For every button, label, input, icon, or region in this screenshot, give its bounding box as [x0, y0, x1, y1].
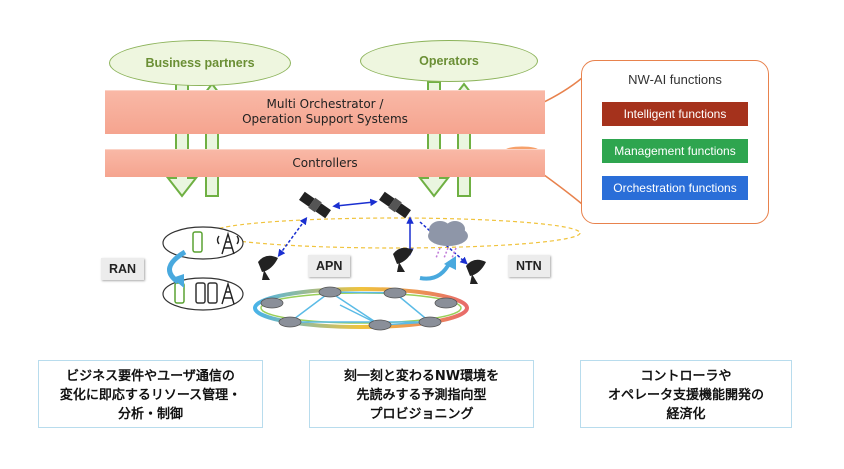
- ntn-tag: NTN: [508, 255, 550, 277]
- nw-ai-functions-panel: NW-AI functions Intelligent functions Ma…: [581, 60, 769, 224]
- business-partners-ellipse: Business partners: [109, 40, 291, 86]
- cloud-rain-icon: [428, 221, 468, 259]
- orchestrator-label-line1: Multi Orchestrator /: [266, 97, 384, 111]
- controllers-label: Controllers: [292, 156, 358, 170]
- orchestrator-label-line2: Operation Support Systems: [242, 112, 408, 126]
- caption-line: プロビジョニング: [369, 407, 474, 422]
- caption-line: 経済化: [666, 407, 706, 422]
- controllers-layer: Controllers: [105, 149, 545, 177]
- caption-line: 変化に即応するリソース管理・: [59, 388, 242, 403]
- dish-antenna-icon-3: [466, 259, 486, 284]
- phone-icon-2: [195, 282, 218, 304]
- tower-icon: [216, 231, 240, 305]
- caption-line: オペレータ支援機能開発の: [607, 388, 764, 403]
- caption-line: 分析・制御: [117, 407, 183, 422]
- panel-connector-top: [539, 77, 583, 105]
- caption-cost-reduction: コントローラや オペレータ支援機能開発の 経済化: [580, 360, 792, 428]
- caption-resource-management: ビジネス要件やユーザ通信の 変化に即応するリソース管理・ 分析・制御: [38, 360, 263, 428]
- router-icon: [260, 286, 458, 331]
- dish-antenna-icon: [258, 255, 278, 280]
- sat-ground-link-left: [277, 216, 308, 258]
- nw-ai-title: NW-AI functions: [628, 72, 722, 87]
- operators-ellipse: Operators: [360, 40, 538, 82]
- orchestration-functions-box: Orchestration functions: [602, 176, 748, 200]
- satellite-icon-2: [379, 191, 411, 219]
- apn-tag: APN: [308, 255, 351, 277]
- business-partners-label: Business partners: [145, 56, 255, 70]
- dish-antenna-icon-2: [393, 247, 413, 272]
- management-functions-box: Management functions: [602, 139, 748, 163]
- satellite-orbit: [209, 217, 581, 249]
- caption-line: コントローラや: [640, 369, 732, 384]
- ran-tag: RAN: [101, 258, 145, 280]
- panel-connector-bottom: [539, 171, 583, 205]
- orchestrator-layer: Multi Orchestrator / Operation Support S…: [105, 90, 545, 134]
- sat-link: [332, 198, 378, 210]
- caption-line: ビジネス要件やユーザ通信の: [66, 369, 235, 384]
- caption-line: 先読みする予測指向型: [356, 388, 487, 403]
- caption-line: 刻一刻と変わるNW環境を: [343, 369, 500, 384]
- operators-label: Operators: [419, 54, 479, 68]
- phone-icon: [174, 231, 203, 304]
- intelligent-functions-box: Intelligent functions: [602, 102, 748, 126]
- caption-predictive-provisioning: 刻一刻と変わるNW環境を 先読みする予測指向型 プロビジョニング: [309, 360, 534, 428]
- satellite-icon: [299, 191, 331, 219]
